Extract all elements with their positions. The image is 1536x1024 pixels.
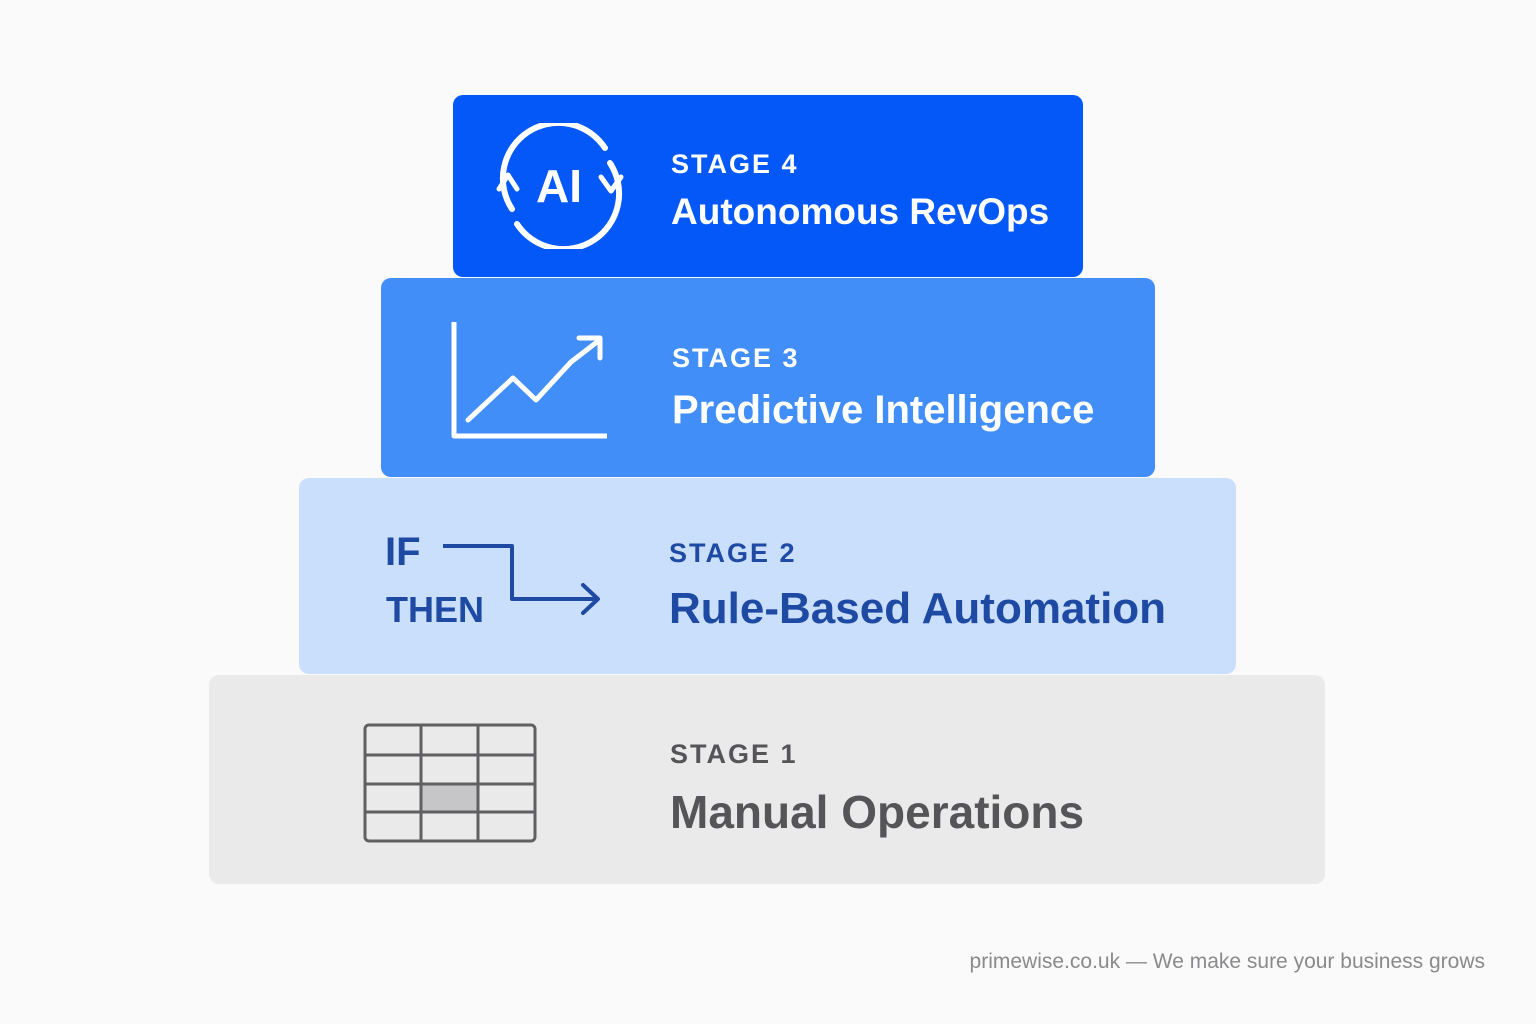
- stage-2-title: Rule-Based Automation: [669, 584, 1167, 633]
- then-label: THEN: [386, 589, 484, 630]
- stage-1-title: Manual Operations: [670, 786, 1085, 838]
- stage-4-block: AI STAGE 4 Autonomous RevOps: [453, 95, 1083, 277]
- stage-1-label: STAGE 1: [670, 739, 798, 769]
- footer-tagline: primewise.co.uk — We make sure your busi…: [969, 950, 1485, 973]
- if-label: IF: [385, 530, 421, 574]
- stage-2-block: IF THEN STAGE 2 Rule-Based Automation: [299, 478, 1236, 674]
- stage-3-title: Predictive Intelligence: [672, 388, 1095, 432]
- ai-icon-text: AI: [536, 160, 582, 212]
- trend-chart-icon: [451, 322, 607, 439]
- stage-3-label: STAGE 3: [672, 343, 800, 373]
- stage-4-label: STAGE 4: [671, 149, 799, 179]
- stage-2-label: STAGE 2: [669, 538, 797, 568]
- spreadsheet-grid-icon: [363, 723, 537, 843]
- if-then-icon: IF THEN: [385, 530, 600, 630]
- stage-4-title: Autonomous RevOps: [671, 191, 1050, 232]
- ai-cycle-icon: AI: [496, 123, 624, 249]
- stage-1-block: STAGE 1 Manual Operations: [209, 675, 1325, 884]
- stage-3-block: STAGE 3 Predictive Intelligence: [381, 278, 1155, 477]
